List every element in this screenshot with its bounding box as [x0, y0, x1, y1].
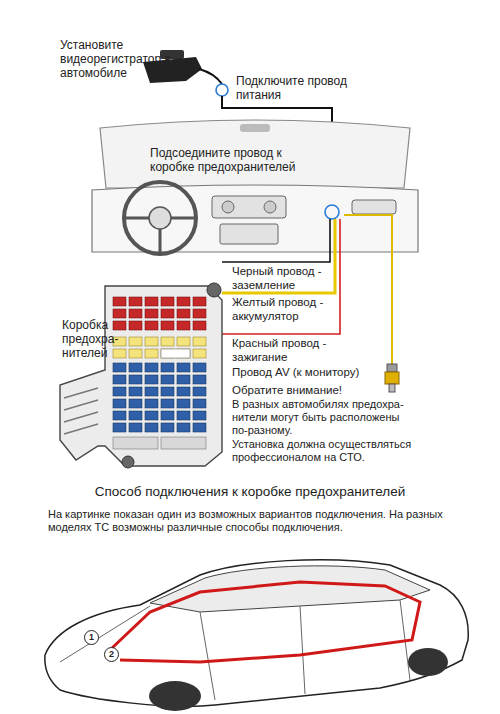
air-vent — [352, 200, 396, 214]
note-text: Установка должна осуществляться професси… — [232, 438, 417, 464]
fuse-row — [112, 336, 208, 360]
rca-connector — [387, 364, 397, 372]
wire-label: Красный провод - зажигание — [232, 337, 332, 364]
air-vent — [264, 201, 276, 213]
radio-panel — [220, 224, 278, 244]
callout-circle: 2 — [104, 647, 119, 662]
car-wheel — [149, 681, 201, 711]
rca-connector — [389, 384, 395, 392]
screw — [122, 456, 134, 468]
windshield — [100, 120, 410, 188]
instruction-text: Подключите провод питания — [236, 74, 361, 102]
callout-number: 1 — [89, 633, 94, 642]
fuse-row — [112, 296, 208, 332]
relay — [113, 437, 158, 449]
highlight-circle — [216, 84, 228, 96]
steering-wheel — [124, 182, 196, 254]
car-wheel — [408, 648, 448, 676]
instruction-text: Подсоедините провод к коробке предохрани… — [150, 146, 328, 174]
car-body — [45, 560, 468, 707]
wire-label: Черный провод - заземление — [232, 265, 332, 292]
cable-route — [112, 582, 420, 662]
instruction-text: Установите видеорегистратор в автомобиле — [60, 38, 182, 80]
relay — [161, 437, 206, 449]
section-heading: Способ подключения к коробке предохранит… — [40, 484, 460, 500]
steering-spoke — [124, 218, 196, 254]
battery-wire — [222, 219, 335, 293]
callout-circle: 1 — [84, 630, 99, 645]
section-text: На картинке показан один из возможных ва… — [48, 508, 453, 534]
wire-label: Желтый провод - аккумулятор — [232, 296, 332, 323]
ignition-wire — [222, 219, 340, 334]
car-panel-line — [60, 600, 410, 700]
rear-mirror — [240, 124, 270, 132]
screw — [207, 283, 221, 297]
rca-connector — [385, 372, 399, 384]
ground-wire — [222, 219, 330, 262]
wire-label: Провод AV (к монитору) — [232, 366, 382, 380]
fuse-box-clip — [64, 388, 98, 434]
fuse-row — [112, 362, 208, 434]
callout-number: 2 — [109, 650, 114, 659]
highlight-circle — [325, 205, 339, 219]
steering-hub — [149, 207, 171, 229]
fuse-box — [60, 286, 222, 466]
air-vent — [222, 201, 234, 213]
av-wire — [344, 215, 392, 364]
power-wire — [199, 69, 222, 84]
note-text: В разных автомобилях предохра- нители мо… — [232, 398, 417, 437]
part-label: Коробка предохра- нителей — [62, 318, 124, 360]
fuse-cell — [161, 349, 190, 358]
note-heading: Обратите внимание! — [232, 384, 417, 398]
console-panel — [212, 196, 286, 218]
